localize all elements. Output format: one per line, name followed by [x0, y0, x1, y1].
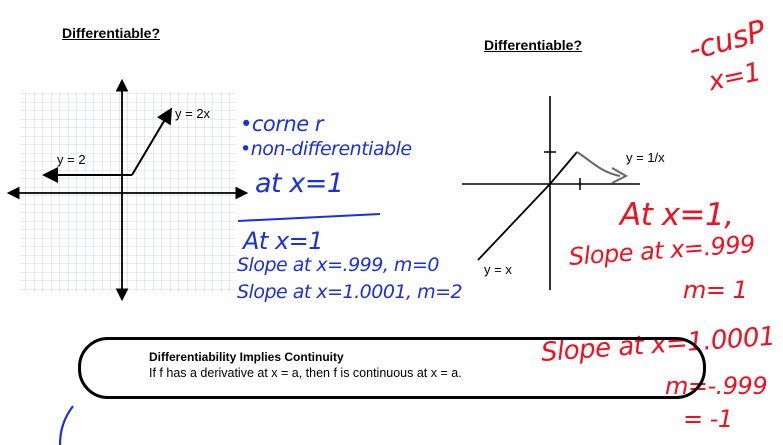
note-slope-10001: Slope at x=1.0001, m=2: [237, 281, 463, 303]
curve-yx: [477, 183, 551, 261]
left-graph: [6, 78, 249, 302]
note-red-eq-1: = -1: [683, 405, 733, 433]
curve-yx-upper: [549, 151, 578, 185]
curve-inv-arrow: [611, 167, 629, 184]
left-graph-grid: [20, 92, 236, 292]
label-inv: y = 1/x: [626, 150, 665, 165]
label-y2: y = 2: [57, 152, 86, 167]
curve-inv: [576, 151, 621, 177]
note-corner: •corne r: [240, 112, 323, 136]
curve-y2x: [131, 107, 173, 176]
theorem-title: Differentiability Implies Continuity: [149, 350, 344, 364]
note-at-x1: at x=1: [255, 168, 344, 199]
right-heading: Differentiable?: [484, 37, 583, 53]
note-non-differentiable: •non-differentiable: [240, 138, 412, 160]
label-y2x: y = 2x: [175, 106, 211, 121]
blue-divider-stroke: [237, 213, 381, 222]
theorem-box: Differentiability Implies Continuity If …: [78, 337, 706, 399]
note-at-x1-second: At x=1: [243, 227, 324, 255]
theorem-body: If f has a derivative at x = a, then f i…: [149, 366, 462, 380]
right-graph: [462, 96, 640, 290]
blue-hook-stroke: [58, 405, 74, 445]
note-slope-999: Slope at x=.999, m=0: [237, 254, 439, 276]
label-yx: y = x: [484, 262, 512, 277]
note-red-m1: m= 1: [683, 276, 748, 304]
left-heading: Differentiable?: [62, 25, 161, 41]
note-red-at-x1: At x=1,: [620, 197, 734, 233]
